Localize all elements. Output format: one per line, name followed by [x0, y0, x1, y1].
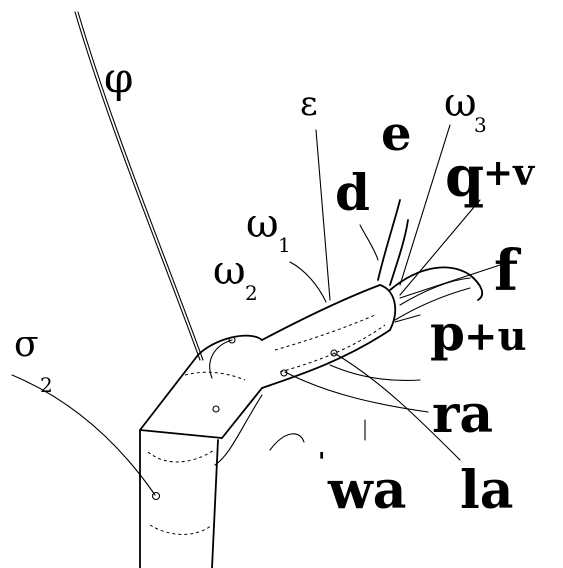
seta-epsilon [315, 129, 331, 301]
label-omega3-sub: 3 [474, 113, 487, 137]
label-tick: ' [318, 447, 325, 476]
label-e: e [381, 106, 412, 162]
seta-omega3 [399, 124, 451, 286]
label-d: d [335, 163, 370, 222]
label-wa: wa [327, 460, 406, 521]
label-phi: φ [104, 53, 133, 102]
seta-omega2 [209, 339, 233, 379]
seta-phi [74, 11, 201, 361]
label-la: la [460, 460, 513, 521]
label-ra: ra [432, 384, 493, 445]
seta-f [399, 264, 501, 299]
label-omega2-sub: 2 [245, 281, 258, 305]
seta-la [333, 352, 461, 461]
label-omega3: ω [444, 80, 477, 126]
label-epsilon: ε [300, 84, 318, 124]
label-omega1: ω [246, 201, 279, 247]
tarsus-segment [228, 266, 484, 389]
seta-d [359, 224, 379, 261]
label-p: p [430, 303, 465, 362]
label-f: f [494, 238, 522, 304]
label-omega1-sub: 1 [278, 233, 291, 257]
genu-segment [139, 429, 223, 568]
seta-ra [284, 371, 429, 413]
label-plus-v: +v [483, 152, 535, 194]
seta-sigma2 [11, 374, 156, 496]
label-sigma2: σ [14, 324, 39, 365]
label-sigma2-sub: 2 [40, 373, 53, 397]
seta-omega1 [289, 261, 327, 303]
label-q: q [445, 144, 484, 210]
tibia-segment [139, 334, 263, 439]
seta-e [377, 199, 401, 281]
seta-q-v [399, 199, 481, 296]
label-omega2: ω [213, 248, 246, 294]
seta-wa [329, 364, 421, 382]
seta-p-u [394, 314, 421, 323]
label-plus-u: +u [464, 313, 527, 360]
